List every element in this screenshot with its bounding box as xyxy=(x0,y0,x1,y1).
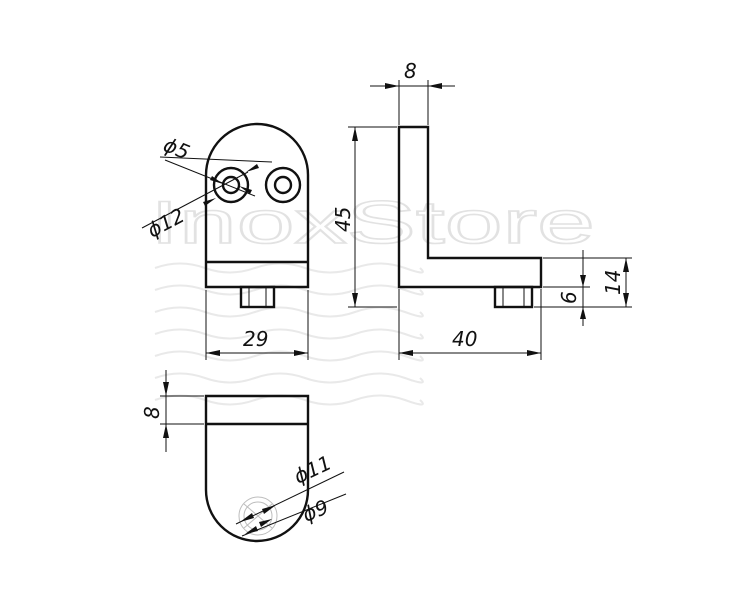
dim-arrow xyxy=(623,293,629,307)
dim-arrow xyxy=(259,519,272,527)
dim-side-height: 45 xyxy=(331,207,355,232)
watermark-waves xyxy=(154,262,424,406)
dim-arrow xyxy=(352,293,358,307)
front-hole-right-outer xyxy=(264,166,302,204)
dim-arrow xyxy=(580,307,586,319)
front-view xyxy=(204,122,310,309)
front-pin xyxy=(239,285,276,309)
front-hole-left-outer xyxy=(212,166,250,204)
dim-arrow xyxy=(240,513,254,522)
dim-leader-hole-diag xyxy=(164,159,256,197)
dim-arrow xyxy=(580,275,586,287)
dim-front-width: 29 xyxy=(243,327,268,351)
front-hole-right-inner xyxy=(273,175,293,195)
dim-arrow xyxy=(163,382,169,396)
dim-leader-top-outer xyxy=(235,471,345,525)
dim-leader-hole xyxy=(159,156,273,163)
dim-arrow xyxy=(203,198,216,206)
dim-side-step-height: 14 xyxy=(601,270,625,295)
side-pin xyxy=(493,285,534,309)
dim-side-foot-height: 6 xyxy=(557,291,581,304)
top-view-outline xyxy=(204,394,310,543)
dim-side-length: 40 xyxy=(452,327,477,351)
dim-arrow xyxy=(527,350,541,356)
dim-leader-outer xyxy=(141,171,249,229)
dim-arrow xyxy=(262,505,276,514)
dim-front-hole-dia: ϕ5 xyxy=(160,132,193,164)
side-view xyxy=(397,125,543,309)
top-hole-outer xyxy=(238,496,278,536)
dim-arrow xyxy=(246,164,259,172)
dim-leader-top-inner xyxy=(241,493,347,537)
dim-side-thickness: 8 xyxy=(404,59,417,83)
dim-arrow xyxy=(163,424,169,438)
dim-arrow xyxy=(385,83,399,89)
dim-arrow xyxy=(428,83,442,89)
dim-top-inner-dia: ϕ9 xyxy=(299,495,332,527)
dim-arrow xyxy=(623,258,629,272)
dim-arrow xyxy=(352,127,358,141)
front-view-outline xyxy=(204,122,310,289)
watermark-logo-text: InoxStore xyxy=(150,189,595,256)
dim-top-outer-dia: ϕ11 xyxy=(290,450,335,488)
dim-arrow xyxy=(206,350,220,356)
dim-arrow xyxy=(399,350,413,356)
dim-top-depth: 8 xyxy=(140,406,164,419)
dim-arrow xyxy=(294,350,308,356)
side-view-outline xyxy=(397,125,543,289)
side-dimensions: 8 45 40 6 14 xyxy=(331,59,632,360)
dim-arrow xyxy=(245,526,258,534)
dim-arrow xyxy=(239,186,252,194)
watermark: InoxStore xyxy=(149,188,596,406)
